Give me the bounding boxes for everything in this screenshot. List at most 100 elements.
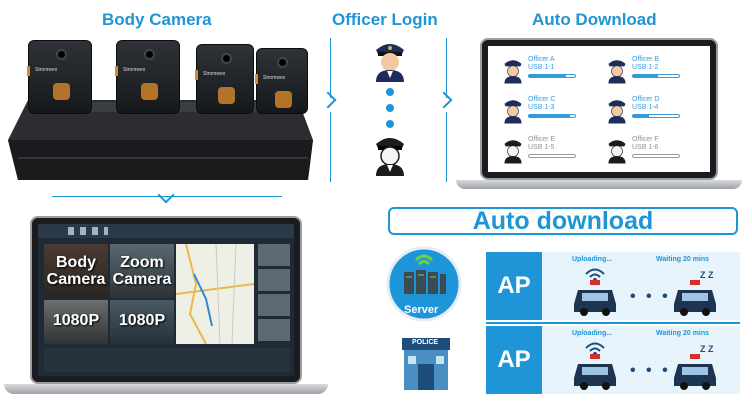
officer-usb: USB 1-4 [632, 104, 659, 111]
camera-lens-icon [221, 53, 232, 64]
download-progress-bar [632, 154, 680, 158]
separator-line-right-lower [446, 112, 447, 182]
download-progress-bar [632, 74, 680, 78]
ellipsis: • • • [630, 362, 671, 379]
download-progress-fill [633, 75, 659, 77]
officer-name: Officer B [632, 56, 660, 63]
separator-line-right [446, 38, 447, 98]
camera-lens-icon [144, 49, 155, 60]
camera-lens-icon [277, 57, 288, 68]
chevron-right-icon [435, 91, 453, 109]
police-officer-icon [608, 140, 626, 164]
access-point-block: AP [486, 252, 542, 320]
server-label: Server [404, 304, 439, 316]
toolbar-icons [68, 227, 108, 235]
side-thumbnails [258, 244, 290, 344]
access-point-block: AP [486, 326, 542, 394]
auto-download-banner: Auto download [388, 207, 738, 235]
progress-dot [386, 104, 394, 112]
camera-button-icon [141, 83, 158, 100]
officer-name: Officer D [632, 96, 660, 103]
camera-button-icon [218, 87, 235, 104]
camera-tile-1080-a [44, 300, 108, 344]
camera-side-tab [195, 70, 198, 80]
camera-brand: Stromwex [123, 67, 146, 73]
police-car-icon [674, 280, 716, 316]
camera-button-icon [275, 91, 292, 108]
camera-side-tab [115, 66, 118, 76]
police-car-icon [574, 280, 616, 316]
police-sign: POLICE [412, 339, 439, 346]
download-progress-bar [632, 114, 680, 118]
police-officer-icon [376, 44, 404, 82]
map-view [176, 244, 254, 344]
officer-usb: USB 1-2 [632, 64, 659, 71]
sleep-zz: Z Z [700, 344, 714, 354]
camera-tile-body [44, 244, 108, 298]
camera-side-tab [27, 66, 30, 76]
camera-tile-zoom [110, 244, 174, 298]
waiting-label: Waiting 20 mins [656, 256, 710, 263]
police-officer-icon [504, 60, 522, 84]
body-camera: Stromwex [255, 48, 308, 114]
police-car-icon [674, 354, 716, 390]
officer-name: Officer C [528, 96, 556, 103]
officer-name: Officer A [528, 56, 555, 63]
police-officer-icon-grey [376, 138, 404, 176]
heading-body-camera: Body Camera [102, 10, 212, 29]
download-progress-bar [528, 154, 576, 158]
progress-dot [386, 120, 394, 128]
officer-name: Officer E [528, 136, 556, 143]
police-station-icon [402, 338, 450, 390]
officer-usb: USB 1-1 [528, 64, 555, 71]
camera-brand: Stromwex [203, 71, 226, 77]
download-progress-fill [529, 115, 571, 117]
separator-line-left-lower [330, 112, 331, 182]
officer-usb: USB 1-5 [528, 144, 555, 151]
camera-button-icon [53, 83, 70, 100]
uploading-label: Uploading... [572, 330, 613, 337]
laptop-base [4, 384, 328, 394]
server-icon [386, 246, 462, 322]
camera-lens-icon [56, 49, 67, 60]
camera-tile-1080-b [110, 300, 174, 344]
laptop-base [456, 180, 742, 189]
tile-label: 1080P [118, 312, 166, 329]
camera-side-tab [255, 74, 258, 84]
tile-label: 1080P [52, 312, 100, 329]
ellipsis: • • • [630, 288, 671, 305]
camera-brand: Stromwex [263, 75, 286, 81]
police-officer-icon [608, 100, 626, 124]
download-progress-bar [528, 114, 576, 118]
chevron-right-icon [319, 91, 337, 109]
sleep-zz: Z Z [700, 270, 714, 280]
police-car-icon [574, 354, 616, 390]
police-officer-icon [504, 100, 522, 124]
separator-line-left [330, 38, 331, 98]
police-officer-icon [504, 140, 522, 164]
police-officer-icon [608, 60, 626, 84]
auto-download-title: Auto download [472, 207, 654, 235]
officer-usb: USB 1-6 [632, 144, 659, 151]
camera-brand: Stromwex [35, 67, 58, 73]
timeline [44, 348, 290, 372]
officer-usb: USB 1-3 [528, 104, 555, 111]
download-progress-fill [633, 115, 650, 117]
body-camera: Stromwex [27, 40, 92, 114]
ap-divider [486, 322, 740, 324]
download-progress-fill [529, 75, 566, 77]
uploading-label: Uploading... [572, 256, 613, 263]
waiting-label: Waiting 20 mins [656, 330, 710, 337]
